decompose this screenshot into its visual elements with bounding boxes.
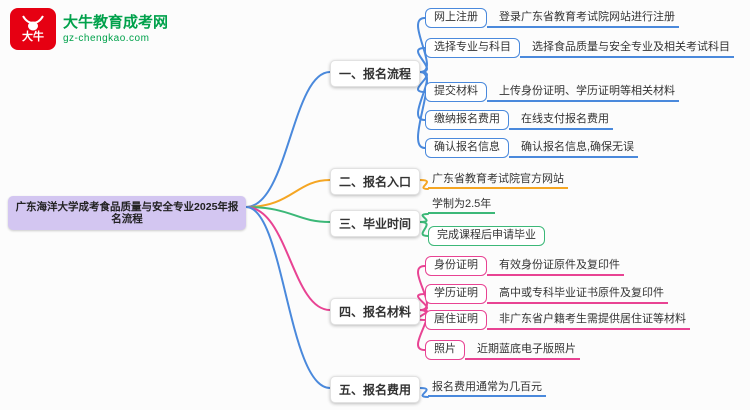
desc-pay-fee: 在线支付报名费用 bbox=[517, 112, 613, 130]
desc-photo: 近期蓝底电子版照片 bbox=[473, 342, 580, 360]
tag-choose-major: 选择专业与科目 bbox=[425, 38, 520, 58]
connector-root-branch5 bbox=[245, 206, 331, 389]
desc-confirm-info: 确认报名信息,确保无误 bbox=[517, 140, 639, 158]
connector-b1-c2 bbox=[417, 47, 428, 73]
site-url: gz-chengkao.com bbox=[63, 32, 150, 44]
tag-desc-link bbox=[487, 301, 495, 304]
connector-root-branch2 bbox=[245, 179, 331, 208]
desc-online-registration: 登录广东省教育考试院网站进行注册 bbox=[495, 10, 679, 28]
tag-desc-link bbox=[487, 25, 495, 28]
connector-b3-c1 bbox=[419, 213, 429, 223]
branch-graduation-time: 三、毕业时间 bbox=[330, 210, 420, 237]
node-submit-materials: 提交材料 上传身份证明、学历证明等相关材料 bbox=[425, 82, 679, 102]
connector-b4-c4 bbox=[417, 309, 428, 351]
desc-study-duration: 学制为2.5年 bbox=[428, 197, 496, 215]
tag-apply-graduation: 完成课程后申请毕业 bbox=[428, 226, 545, 246]
connector-b2-c1 bbox=[419, 179, 429, 190]
connector-b1-c1 bbox=[417, 17, 428, 73]
connector-root-branch4 bbox=[245, 206, 331, 311]
branch-registration-flow: 一、报名流程 bbox=[330, 60, 420, 87]
node-apply-graduation: 完成课程后申请毕业 bbox=[428, 226, 545, 246]
tag-photo: 照片 bbox=[425, 340, 465, 360]
tag-desc-link bbox=[509, 127, 517, 130]
tag-desc-link bbox=[465, 357, 473, 360]
desc-id-proof: 有效身份证原件及复印件 bbox=[495, 258, 624, 276]
node-pay-fee: 缴纳报名费用 在线支付报名费用 bbox=[425, 110, 613, 130]
connector-b5-c1 bbox=[419, 387, 429, 398]
branch-registration-materials: 四、报名材料 bbox=[330, 298, 420, 325]
node-portal-website: 广东省教育考试院官方网站 bbox=[428, 172, 568, 190]
connector-b1-c5 bbox=[417, 71, 428, 149]
tag-desc-link bbox=[509, 155, 517, 158]
node-residence-proof: 居住证明 非广东省户籍考生需提供居住证等材料 bbox=[425, 310, 690, 330]
node-id-proof: 身份证明 有效身份证原件及复印件 bbox=[425, 256, 624, 276]
tag-desc-link bbox=[487, 273, 495, 276]
tag-submit-materials: 提交材料 bbox=[425, 82, 487, 102]
desc-choose-major: 选择食品质量与安全专业及相关考试科目 bbox=[528, 40, 734, 58]
desc-portal-website: 广东省教育考试院官方网站 bbox=[428, 172, 568, 190]
node-fee-amount: 报名费用通常为几百元 bbox=[428, 380, 546, 398]
node-study-duration: 学制为2.5年 bbox=[428, 197, 496, 215]
bull-icon bbox=[22, 15, 44, 31]
branch-registration-portal: 二、报名入口 bbox=[330, 168, 420, 195]
desc-residence-proof: 非广东省户籍考生需提供居住证等材料 bbox=[495, 312, 690, 330]
connector-root-branch3 bbox=[245, 206, 331, 223]
connector-b3-c2 bbox=[419, 221, 429, 237]
root-node: 广东海洋大学成考食品质量与安全专业2025年报名流程 bbox=[8, 196, 246, 231]
tag-id-proof: 身份证明 bbox=[425, 256, 487, 276]
tag-desc-link bbox=[487, 99, 495, 102]
desc-submit-materials: 上传身份证明、学历证明等相关材料 bbox=[495, 84, 679, 102]
node-choose-major: 选择专业与科目 选择食品质量与安全专业及相关考试科目 bbox=[425, 38, 734, 58]
connector-root-branch1 bbox=[245, 71, 331, 208]
tag-education-proof: 学历证明 bbox=[425, 284, 487, 304]
tag-online-registration: 网上注册 bbox=[425, 8, 487, 28]
node-confirm-info: 确认报名信息 确认报名信息,确保无误 bbox=[425, 138, 639, 158]
node-photo: 照片 近期蓝底电子版照片 bbox=[425, 340, 580, 360]
logo-badge-text: 大牛 bbox=[22, 31, 44, 43]
tag-desc-link bbox=[487, 327, 495, 330]
site-name: 大牛教育成考网 bbox=[63, 14, 169, 32]
tag-desc-link bbox=[520, 55, 528, 58]
tag-confirm-info: 确认报名信息 bbox=[425, 138, 509, 158]
site-logo: 大牛 大牛教育成考网 gz-chengkao.com bbox=[10, 8, 168, 50]
logo-text: 大牛教育成考网 gz-chengkao.com bbox=[63, 14, 168, 44]
branch-registration-fee: 五、报名费用 bbox=[330, 376, 420, 403]
node-education-proof: 学历证明 高中或专科毕业证书原件及复印件 bbox=[425, 284, 668, 304]
node-online-registration: 网上注册 登录广东省教育考试院网站进行注册 bbox=[425, 8, 679, 28]
logo-bull-badge: 大牛 bbox=[10, 8, 56, 50]
desc-fee-amount: 报名费用通常为几百元 bbox=[428, 380, 546, 398]
tag-residence-proof: 居住证明 bbox=[425, 310, 487, 330]
tag-pay-fee: 缴纳报名费用 bbox=[425, 110, 509, 130]
desc-education-proof: 高中或专科毕业证书原件及复印件 bbox=[495, 286, 668, 304]
